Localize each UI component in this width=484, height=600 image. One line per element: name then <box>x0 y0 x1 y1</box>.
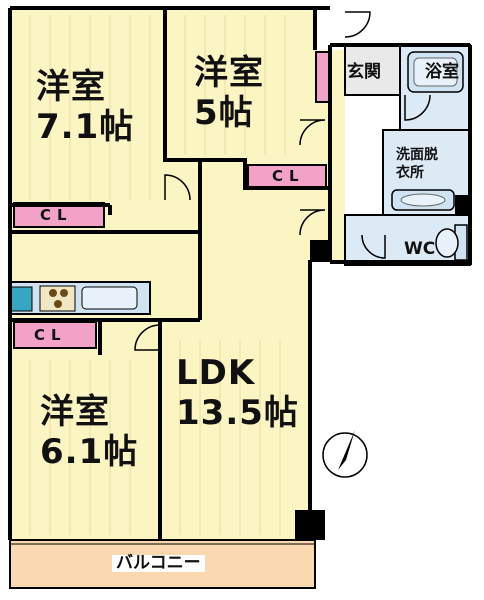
ldk-name: LDK <box>176 353 256 393</box>
bathtub-icon <box>407 51 464 93</box>
entrance-label: 玄関 <box>347 62 381 82</box>
washroom-label-1: 洗面脱 <box>396 147 438 163</box>
room3-label: 洋室 6.1帖 <box>40 395 138 469</box>
toilet-icon <box>435 224 468 261</box>
stove-icon <box>39 285 76 312</box>
floor-stripes <box>29 15 286 535</box>
washbasin-icon <box>391 189 455 211</box>
room3-name: 洋室 <box>40 392 110 432</box>
closet3-label: CL <box>34 326 67 344</box>
sink-icon <box>81 286 138 310</box>
compass-north-icon <box>322 430 368 478</box>
room2-label: 洋室 5帖 <box>194 56 264 130</box>
room1-name: 洋室 <box>36 67 106 107</box>
ldk-size: 13.5帖 <box>176 393 299 433</box>
room1-label: 洋室 7.1帖 <box>36 70 134 144</box>
door-swings <box>134 11 431 351</box>
room2-size: 5帖 <box>194 93 254 133</box>
room3-size: 6.1帖 <box>40 432 139 472</box>
bathroom-label: 浴室 <box>425 62 459 82</box>
wc-label: WC <box>404 239 436 259</box>
room2-name: 洋室 <box>194 53 264 93</box>
closet2-label: CL <box>272 167 305 185</box>
ldk-label: LDK 13.5帖 <box>176 356 299 430</box>
walls <box>8 6 472 540</box>
closet1-label: CL <box>40 206 73 224</box>
pillars <box>295 195 470 540</box>
washroom-label-2: 衣所 <box>396 165 424 181</box>
room1-size: 7.1帖 <box>36 107 135 147</box>
balcony-label: バルコニー <box>112 555 205 572</box>
